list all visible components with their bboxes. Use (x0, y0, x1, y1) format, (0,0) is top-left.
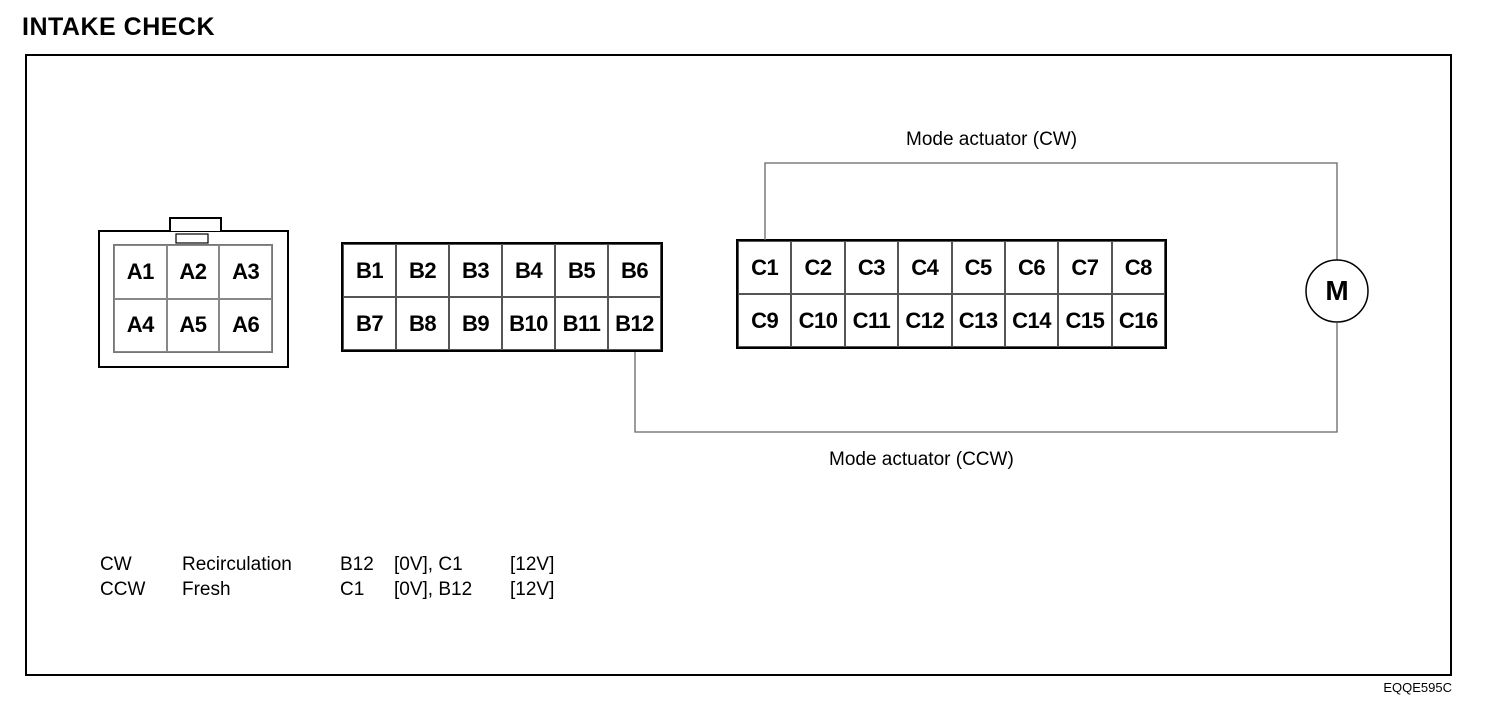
pin-c16: C16 (1111, 294, 1165, 347)
legend-voltage-2: [12V] (510, 554, 555, 575)
legend-row-cw: CW Recirculation B12 [0V], C1 [12V] (100, 554, 554, 579)
pin-c10: C10 (791, 294, 845, 347)
page-title: INTAKE CHECK (22, 13, 216, 41)
legend-direction: CW (100, 554, 132, 575)
legend-pin: C1 (340, 579, 365, 600)
pin-c5: C5 (951, 241, 1005, 294)
pin-b3: B3 (449, 244, 502, 297)
wire-ccw-label: Mode actuator (CCW) (829, 449, 1014, 470)
pin-c11: C11 (844, 294, 899, 347)
legend-mode: Fresh (182, 579, 231, 600)
pin-b5: B5 (555, 244, 608, 297)
pin-b11: B11 (555, 297, 608, 350)
wire-ccw (634, 323, 1338, 433)
pin-a3: A3 (219, 245, 272, 299)
pin-b9: B9 (449, 297, 502, 350)
pin-b1: B1 (343, 244, 396, 297)
pin-c9: C9 (738, 294, 792, 347)
pin-c14: C14 (1004, 294, 1059, 347)
pin-b8: B8 (396, 297, 449, 350)
pin-a4: A4 (114, 298, 167, 352)
connector-a-key-tab (169, 217, 222, 231)
pin-a1: A1 (114, 245, 167, 299)
motor-circle (1305, 259, 1369, 323)
figure-code: EQQE595C (1383, 680, 1452, 695)
pin-b10: B10 (502, 297, 555, 350)
motor-label: M (1325, 275, 1349, 306)
pin-c15: C15 (1058, 294, 1112, 347)
pin-b7: B7 (343, 297, 396, 350)
legend-table: CW Recirculation B12 [0V], C1 [12V] CCW … (100, 554, 554, 604)
pin-c3: C3 (844, 241, 899, 294)
pin-c8: C8 (1111, 241, 1165, 294)
pin-a6: A6 (219, 298, 272, 352)
pin-b12: B12 (608, 297, 661, 350)
pin-c13: C13 (951, 294, 1005, 347)
wire-cw-label: Mode actuator (CW) (906, 129, 1078, 150)
legend-voltage-2: [12V] (510, 579, 555, 600)
pin-c7: C7 (1058, 241, 1112, 294)
connector-a-latch (175, 233, 209, 244)
wire-cw (764, 162, 1338, 260)
legend-mode: Recirculation (182, 554, 292, 575)
pin-c4: C4 (898, 241, 952, 294)
pin-a5: A5 (166, 298, 220, 352)
pin-b4: B4 (502, 244, 555, 297)
pin-c2: C2 (791, 241, 845, 294)
pin-b2: B2 (396, 244, 449, 297)
legend-direction: CCW (100, 579, 146, 600)
legend-pin: B12 (340, 554, 374, 575)
legend-voltage-1: [0V], B12 (394, 579, 473, 600)
pin-c12: C12 (898, 294, 952, 347)
pin-a2: A2 (166, 245, 220, 299)
pin-b6: B6 (608, 244, 661, 297)
legend-row-ccw: CCW Fresh C1 [0V], B12 [12V] (100, 579, 554, 604)
pin-c6: C6 (1004, 241, 1059, 294)
pin-c1: C1 (738, 241, 792, 294)
legend-voltage-1: [0V], C1 (394, 554, 463, 575)
diagram-frame (25, 54, 1452, 676)
